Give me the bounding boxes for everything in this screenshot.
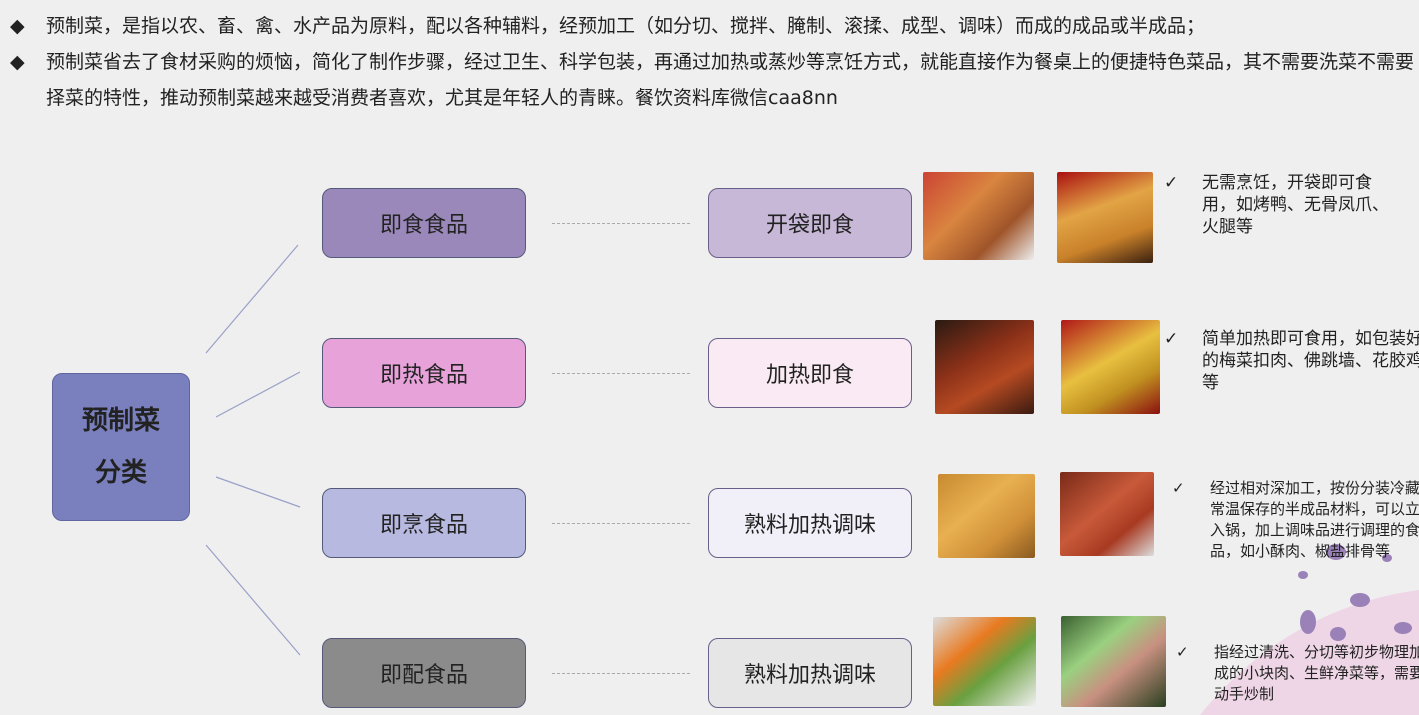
dashed-connector: [552, 373, 690, 374]
meal-kit-tray-image: [1061, 616, 1166, 707]
subcategory-ready-to-cook: 熟料加热调味: [708, 488, 912, 558]
center-box-prepared-food: 预制菜分类: [52, 373, 190, 521]
buddha-jumps-wall-image: [1061, 320, 1160, 414]
braised-pork-image: [935, 320, 1034, 414]
check-icon: ✓: [1172, 479, 1185, 497]
dashed-connector: [552, 223, 690, 224]
salt-pepper-ribs-image: [1060, 472, 1154, 556]
description-ready-to-eat: ✓无需烹饪，开袋即可食用，如烤鸭、无骨凤爪、火腿等: [1164, 173, 1389, 237]
check-icon: ✓: [1164, 329, 1179, 349]
fresh-vegetables-tray-image: [933, 617, 1036, 706]
check-icon: ✓: [1176, 643, 1189, 661]
diamond-bullet-icon: ◆: [10, 51, 25, 73]
description-ready-to-prepare: ✓指经过清洗、分切等初步物理加工而成的小块肉、生鲜净菜等，需要自己动手炒制: [1176, 643, 1419, 703]
intro-bullet-2: ◆预制菜省去了食材采购的烦恼，简化了制作步骤，经过卫生、科学包装，再通过加热或蒸…: [10, 44, 1415, 116]
dashed-connector: [552, 673, 690, 674]
category-ready-to-eat: 即食食品: [322, 188, 526, 258]
subcategory-ready-to-heat: 加热即食: [708, 338, 912, 408]
category-ready-to-cook: 即烹食品: [322, 488, 526, 558]
dashed-connector: [552, 523, 690, 524]
intro-text: ◆预制菜，是指以农、畜、禽、水产品为原料，配以各种辅料，经预加工（如分切、搅拌、…: [10, 8, 1415, 116]
diamond-bullet-icon: ◆: [10, 15, 25, 37]
check-icon: ✓: [1164, 173, 1179, 193]
intro-bullet-1: ◆预制菜，是指以农、畜、禽、水产品为原料，配以各种辅料，经预加工（如分切、搅拌、…: [10, 8, 1415, 44]
decor-dots: [1298, 544, 1412, 641]
category-ready-to-prepare: 即配食品: [322, 638, 526, 708]
roast-duck-image: [923, 172, 1034, 260]
subcategory-ready-to-prepare: 熟料加热调味: [708, 638, 912, 708]
category-ready-to-heat: 即热食品: [322, 338, 526, 408]
chicken-feet-image: [1057, 172, 1153, 263]
subcategory-ready-to-eat: 开袋即食: [708, 188, 912, 258]
description-ready-to-cook: ✓经过相对深加工，按份分装冷藏或常温保存的半成品材料，可以立即入锅，加上调味品进…: [1172, 479, 1419, 560]
crispy-pork-image: [938, 474, 1035, 558]
decor-blob: [1200, 590, 1419, 715]
description-ready-to-heat: ✓简单加热即可食用，如包装好的梅菜扣肉、佛跳墙、花胶鸡等: [1164, 329, 1419, 393]
